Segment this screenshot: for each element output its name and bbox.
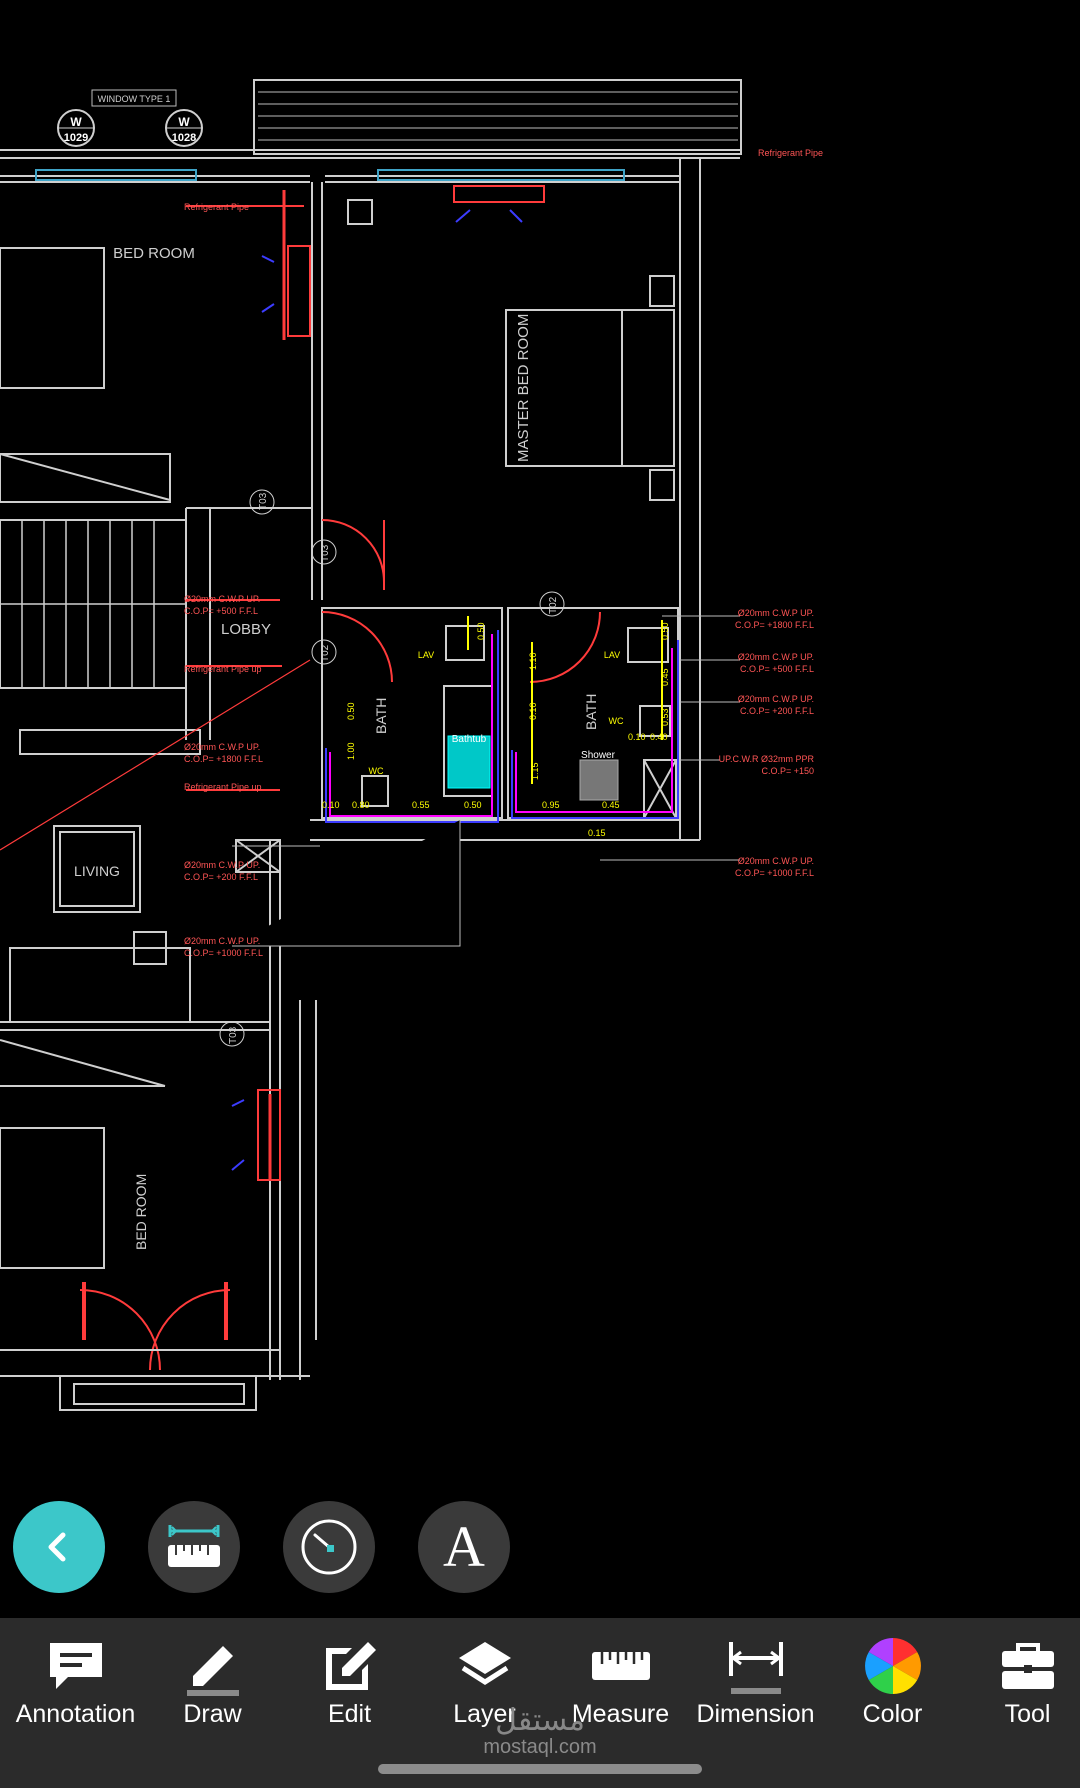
dimension-label: 0.50	[660, 622, 670, 640]
annotation-icon	[49, 1643, 102, 1689]
room-label-bed-room-bottom: BED ROOM	[133, 1174, 149, 1250]
layers-icon	[458, 1642, 511, 1685]
edit-icon	[325, 1642, 376, 1690]
chevron-left-icon	[48, 1532, 66, 1562]
watermark: مستقل mostaql.com	[483, 1703, 597, 1759]
room-label-bath-right: BATH	[583, 694, 599, 730]
svg-text:W: W	[70, 115, 82, 129]
dimension-label: 0.10	[322, 800, 340, 810]
fixture-label-shower: Shower	[581, 750, 616, 761]
pipe-note: Ø20mm C.W.P UP.	[184, 742, 260, 752]
pipe-note: UP.C.W.R Ø32mm PPR	[719, 754, 815, 764]
toolbar-item-layer[interactable]: Layer	[417, 1634, 552, 1729]
pipe-note: Ø20mm C.W.P UP.	[738, 652, 814, 662]
quick-text-button[interactable]: A	[418, 1501, 510, 1593]
door-tag: T03	[320, 544, 331, 562]
refrigerant-label: Refrigerant Pipe	[184, 202, 249, 212]
fixture-label-wc: WC	[369, 766, 384, 776]
room-label-living: LIVING	[74, 863, 120, 879]
dimension-label: 0.50	[464, 800, 482, 810]
quick-angle-button[interactable]	[283, 1501, 375, 1593]
pipe-note: C.O.P= +200 F.F.L	[740, 706, 814, 716]
pipe-note: C.O.P= +1800 F.F.L	[735, 620, 814, 630]
door-tag: T02	[548, 596, 559, 614]
window-tag: W 1028	[165, 109, 203, 147]
cad-drawing-canvas[interactable]: WINDOW TYPE 1 W 1029 W 1028 BED ROOM MAS…	[0, 0, 1080, 1618]
quick-measure-button[interactable]	[148, 1501, 240, 1593]
dimension-label: 0.50	[476, 622, 486, 640]
dimension-label: 0.53	[660, 708, 670, 726]
dimension-label: 0.10	[528, 702, 538, 720]
fixture-label-lav: LAV	[418, 650, 434, 660]
ruler-measure-icon	[168, 1525, 220, 1567]
svg-text:1028: 1028	[172, 132, 196, 144]
door-tag: T02	[320, 644, 331, 662]
dimension-label: 1.10	[528, 652, 538, 670]
svg-text:1029: 1029	[64, 132, 88, 144]
dimension-label: 1.00	[346, 742, 356, 760]
home-indicator[interactable]	[378, 1764, 702, 1774]
pipe-note: C.O.P= +1800 F.F.L	[184, 754, 263, 764]
pipe-note: Ø20mm C.W.P UP.	[184, 860, 260, 870]
toolbar-item-annotation[interactable]: Annotation	[8, 1634, 143, 1729]
toolbar-item-color[interactable]: Color	[825, 1634, 960, 1729]
ruler-icon	[591, 1652, 650, 1680]
pipe-note: Ø20mm C.W.P UP.	[184, 936, 260, 946]
dimension-label: 0.10	[628, 732, 646, 742]
clock-angle-icon	[301, 1519, 357, 1575]
color-wheel-icon	[864, 1638, 921, 1694]
window-type-label: WINDOW TYPE 1	[98, 94, 171, 104]
pipe-note: C.O.P= +1000 F.F.L	[735, 868, 814, 878]
toolbox-icon	[1001, 1643, 1054, 1689]
fixture-label-lav: LAV	[604, 650, 620, 660]
toolbar-item-measure[interactable]: Measure	[553, 1634, 688, 1729]
door-tag: T03	[258, 492, 269, 510]
room-label-bath-left: BATH	[373, 698, 389, 734]
bottom-toolbar: Annotation Draw Edit Layer Measure	[0, 1618, 1080, 1788]
fixture-label-bathtub: Bathtub	[452, 734, 487, 745]
room-label-master-bed-room: MASTER BED ROOM	[515, 314, 532, 462]
pipe-note: C.O.P= +150	[761, 766, 814, 776]
pipe-note: C.O.P= +500 F.F.L	[740, 664, 814, 674]
room-label-lobby: LOBBY	[221, 621, 271, 638]
refrigerant-label: Refrigerant Pipe	[758, 148, 823, 158]
refrigerant-label: Refrigerant Pipe up	[184, 782, 262, 792]
text-icon: A	[443, 1514, 485, 1579]
pencil-icon	[186, 1646, 239, 1696]
pipe-note: C.O.P= +1000 F.F.L	[184, 948, 263, 958]
pipe-note: C.O.P= +500 F.F.L	[184, 606, 258, 616]
pipe-note: Ø20mm C.W.P UP.	[738, 856, 814, 866]
toolbar-item-dimension[interactable]: Dimension	[688, 1634, 823, 1729]
dimension-label: 0.50	[346, 702, 356, 720]
fixture-label-wc: WC	[609, 716, 624, 726]
pipe-note: Ø20mm C.W.P UP.	[738, 608, 814, 618]
dimension-icon	[728, 1642, 783, 1694]
back-button[interactable]	[13, 1501, 105, 1593]
dimension-label: 0.80	[352, 800, 370, 810]
dimension-label: 0.45	[660, 668, 670, 686]
svg-text:W: W	[178, 115, 190, 129]
toolbar-item-edit[interactable]: Edit	[282, 1634, 417, 1729]
toolbar-item-draw[interactable]: Draw	[145, 1634, 280, 1729]
window-tag: W 1029	[57, 109, 95, 147]
dimension-label: 0.55	[412, 800, 430, 810]
door-tag: T03	[228, 1026, 239, 1044]
dimension-label: 1.15	[530, 762, 540, 780]
dimension-label: 0.15	[588, 828, 606, 838]
refrigerant-label: Refrigerant Pipe up	[184, 664, 262, 674]
pipe-note: Ø20mm C.W.P UP.	[738, 694, 814, 704]
pipe-note: Ø20mm C.W.P UP.	[184, 594, 260, 604]
dimension-label: 0.95	[542, 800, 560, 810]
dimension-label: 0.45	[602, 800, 620, 810]
pipe-note: C.O.P= +200 F.F.L	[184, 872, 258, 882]
room-label-bed-room-top: BED ROOM	[113, 245, 195, 262]
toolbar-item-tool[interactable]: Tool	[960, 1634, 1080, 1729]
dimension-label: 0.40	[650, 732, 668, 742]
